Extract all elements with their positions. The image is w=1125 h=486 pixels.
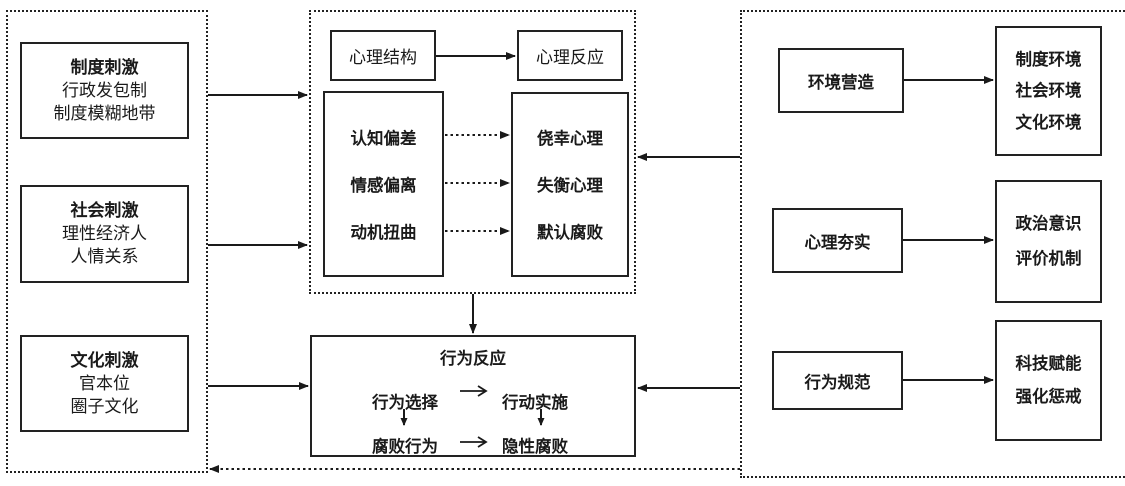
- psych-reaction-item: 失衡心理: [537, 176, 603, 195]
- stimulus-item: 制度模糊地带: [53, 103, 156, 124]
- psych-structure-label: 心理结构: [349, 48, 417, 68]
- behavior-step-corrupt: 腐败行为: [372, 437, 438, 456]
- psych-structure-header: 心理结构: [330, 30, 436, 81]
- behavior-title: 行为反应: [440, 349, 506, 368]
- behavior-step-action: 行动实施: [502, 393, 568, 412]
- measure-label: 环境营造: [808, 72, 874, 92]
- measure-label: 行为规范: [804, 372, 871, 392]
- stimulus-group: [6, 10, 208, 473]
- psych-reaction-list: 侥幸心理 失衡心理 默认腐败: [511, 92, 629, 277]
- stimulus-item: 官本位: [79, 373, 130, 394]
- stimulus-title: 社会刺激: [70, 201, 139, 221]
- psychology-group: [309, 10, 636, 294]
- stimulus-title: 文化刺激: [70, 350, 139, 371]
- stimulus-item: 行政发包制: [62, 80, 147, 101]
- stimulus-title: 制度刺激: [70, 57, 139, 78]
- measure-item: 社会环境: [1015, 81, 1082, 100]
- psych-structure-item: 动机扭曲: [350, 223, 417, 242]
- psych-reaction-label: 心理反应: [536, 48, 604, 68]
- measure-list-environment: 制度环境 社会环境 文化环境: [995, 26, 1102, 156]
- psych-structure-item: 认知偏差: [350, 129, 417, 148]
- stimulus-box-social: 社会刺激 理性经济人 人情关系: [20, 185, 189, 283]
- stimulus-item: 人情关系: [70, 247, 139, 267]
- psych-reaction-item: 默认腐败: [537, 223, 603, 242]
- measure-box-behavior: 行为规范: [772, 351, 903, 410]
- psych-reaction-item: 侥幸心理: [537, 129, 603, 148]
- stimulus-item: 圈子文化: [70, 396, 139, 417]
- stimulus-box-institutional: 制度刺激 行政发包制 制度模糊地带: [20, 42, 189, 139]
- measure-item: 科技赋能: [1015, 353, 1082, 373]
- measure-box-psychology: 心理夯实: [772, 208, 903, 273]
- measure-label: 心理夯实: [804, 232, 871, 252]
- governance-group: [740, 10, 1125, 478]
- measure-list-psychology: 政治意识 评价机制: [995, 180, 1102, 303]
- measure-item: 制度环境: [1015, 49, 1082, 69]
- measure-item: 政治意识: [1015, 214, 1082, 234]
- behavior-step-choice: 行为选择: [372, 393, 438, 412]
- behavior-step-hidden: 隐性腐败: [502, 437, 568, 456]
- measure-item: 强化惩戒: [1015, 387, 1082, 407]
- psych-reaction-header: 心理反应: [517, 30, 623, 81]
- measure-box-environment: 环境营造: [778, 48, 904, 113]
- psych-structure-list: 认知偏差 情感偏离 动机扭曲: [323, 91, 444, 277]
- measure-item: 评价机制: [1015, 248, 1082, 268]
- stimulus-box-cultural: 文化刺激 官本位 圈子文化: [20, 335, 189, 432]
- psych-structure-item: 情感偏离: [350, 176, 417, 195]
- measure-list-behavior: 科技赋能 强化惩戒: [995, 320, 1102, 441]
- stimulus-item: 理性经济人: [62, 224, 147, 244]
- behavior-box: 行为反应 行为选择 行动实施 腐败行为 隐性腐败: [310, 335, 636, 457]
- measure-item: 文化环境: [1015, 112, 1082, 132]
